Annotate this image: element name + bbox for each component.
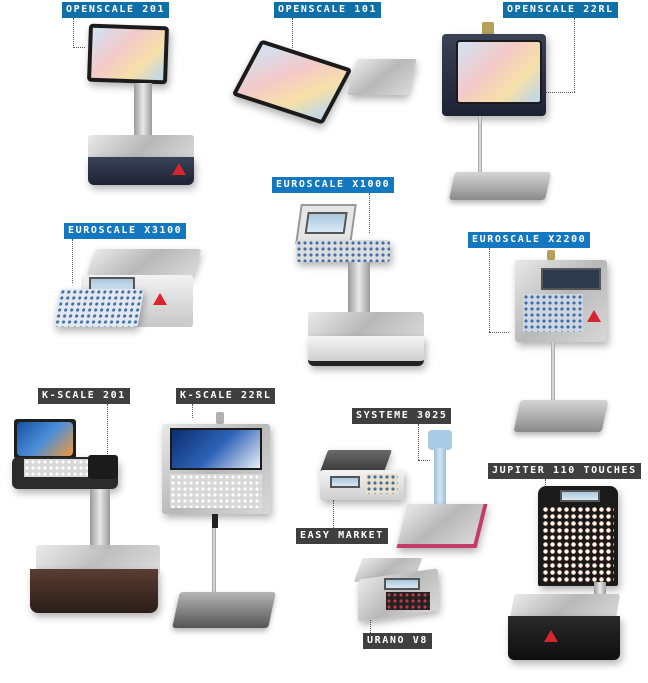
label-euroscale-x3100: EUROSCALE X3100 <box>64 223 187 239</box>
label-systeme-3025: SYSTEME 3025 <box>352 408 452 424</box>
leader-line <box>489 248 490 332</box>
indicator-head <box>428 430 452 450</box>
keypad <box>366 474 398 494</box>
product-jupiter-110-touches <box>508 482 628 672</box>
touchscreen <box>17 422 73 456</box>
product-easy-market <box>318 448 408 508</box>
lcd-screen <box>560 490 600 502</box>
keyboard <box>523 294 583 332</box>
column <box>348 262 370 322</box>
leader-line <box>418 460 430 461</box>
scale-base <box>30 569 158 613</box>
keyboard <box>53 289 145 327</box>
weighing-tray <box>449 172 551 200</box>
touchscreen <box>170 428 262 470</box>
product-urano-v8 <box>353 556 444 626</box>
weighing-platter <box>308 312 424 338</box>
brand-logo-icon <box>544 630 558 642</box>
leader-line <box>574 18 575 92</box>
leader-line <box>489 332 509 333</box>
product-systeme-3025 <box>392 430 492 555</box>
keyboard <box>170 474 262 508</box>
product-euroscale-x2200 <box>505 250 615 440</box>
weighing-platter <box>319 450 393 472</box>
hanging-rod <box>478 116 482 176</box>
label-euroscale-x1000: EUROSCALE X1000 <box>272 177 395 193</box>
indicator-column <box>434 448 446 506</box>
leader-line <box>333 500 334 528</box>
lcd-screen <box>384 578 420 590</box>
product-openscale-22rl <box>438 22 568 218</box>
keyboard <box>24 459 90 477</box>
hanging-rod <box>551 342 555 404</box>
display-panel <box>295 204 357 244</box>
keyboard <box>296 240 390 262</box>
printer <box>88 455 118 479</box>
label-k-scale-22rl: K-SCALE 22RL <box>176 388 276 404</box>
product-openscale-101 <box>231 39 420 125</box>
brand-logo-icon <box>172 163 186 175</box>
product-k-scale-201 <box>10 415 160 620</box>
touchscreen <box>87 23 169 85</box>
hanging-hook <box>547 250 555 260</box>
leader-line <box>192 404 193 418</box>
lcd-screen <box>304 212 348 234</box>
leader-line <box>73 18 74 48</box>
leader-line <box>545 92 575 93</box>
weighing-platter <box>86 249 202 277</box>
leader-line <box>107 404 108 456</box>
leader-line <box>73 47 85 48</box>
weighing-platform <box>396 504 488 548</box>
hanging-rod <box>212 528 216 594</box>
label-k-scale-201: K-SCALE 201 <box>38 388 130 404</box>
label-openscale-101: OPENSCALE 101 <box>274 2 382 18</box>
label-easy-market: EASY MARKET <box>296 528 388 544</box>
label-openscale-201: OPENSCALE 201 <box>62 2 170 18</box>
weighing-tray <box>513 400 609 432</box>
leader-line <box>418 424 419 460</box>
label-openscale-22rl: OPENSCALE 22RL <box>503 2 618 18</box>
leader-line <box>72 239 73 283</box>
column <box>90 489 110 549</box>
touchscreen <box>456 40 542 104</box>
keyboard-110-keys <box>542 506 614 584</box>
brand-logo-icon <box>153 293 167 305</box>
label-jupiter-110-touches: JUPITER 110 TOUCHES <box>488 463 641 479</box>
hanging-hook <box>216 412 224 424</box>
product-k-scale-22rl <box>160 412 278 638</box>
lcd-screen <box>541 268 601 290</box>
label-urano-v8: URANO V8 <box>363 633 432 649</box>
keypad <box>386 592 430 610</box>
leader-line <box>292 18 293 48</box>
scale-base <box>508 616 620 660</box>
hook-joint <box>212 514 218 528</box>
weighing-tray <box>172 592 276 628</box>
leader-line <box>369 193 370 233</box>
product-openscale-201 <box>80 23 200 200</box>
product-euroscale-x3100 <box>53 245 205 345</box>
label-euroscale-x2200: EUROSCALE X2200 <box>468 232 591 248</box>
display-panel <box>14 419 76 459</box>
column <box>134 83 152 141</box>
touchscreen <box>231 39 353 125</box>
scale-base <box>308 336 424 366</box>
hanging-hook <box>482 22 494 36</box>
brand-logo-icon <box>587 310 601 322</box>
weighing-platform <box>347 59 417 95</box>
product-euroscale-x1000 <box>292 200 442 380</box>
lcd-screen <box>330 476 360 488</box>
